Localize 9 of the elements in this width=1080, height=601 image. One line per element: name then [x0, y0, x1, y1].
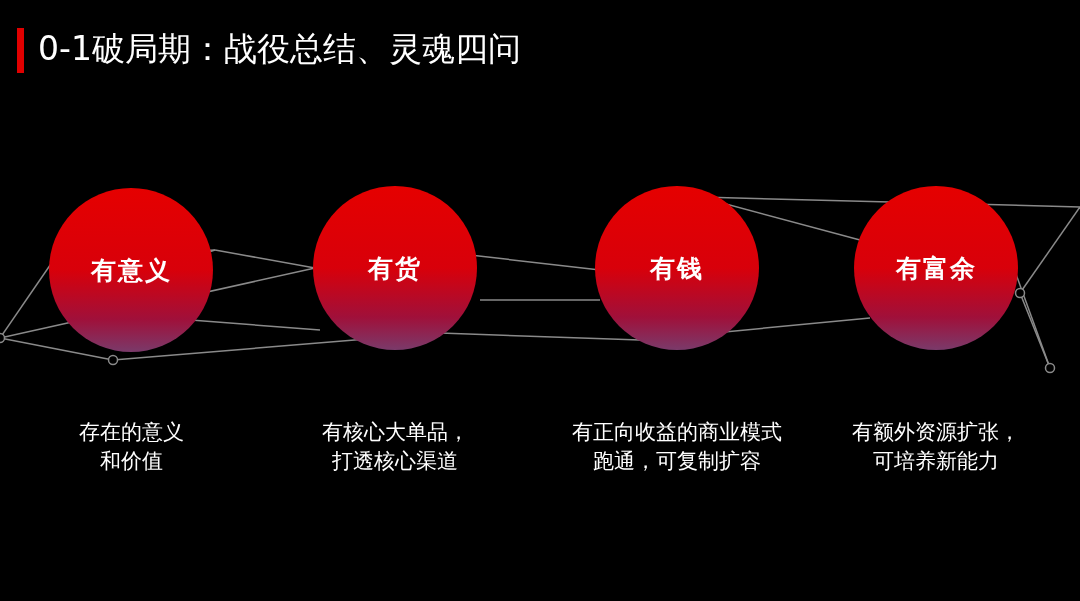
description-text: 有正向收益的商业模式跑通，可复制扩容 [571, 419, 783, 475]
title: 0-1破局期：战役总结、灵魂四问 [38, 28, 521, 70]
description-text: 有核心大单品，打透核心渠道 [320, 419, 470, 475]
circle-node: 有钱 [595, 186, 759, 350]
description-text: 存在的意义和价值 [77, 419, 185, 475]
circle-node: 有货 [313, 186, 477, 350]
circle-node: 有意义 [49, 188, 213, 352]
description-text: 有额外资源扩张，可培养新能力 [851, 419, 1021, 475]
circle-node: 有富余 [854, 186, 1018, 350]
